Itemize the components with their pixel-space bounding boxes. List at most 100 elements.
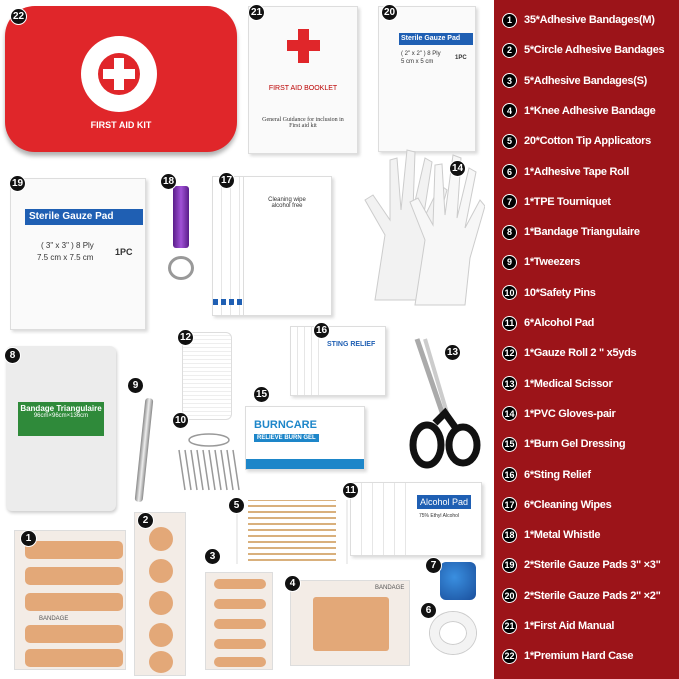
- bandage: [25, 625, 123, 643]
- circle-bandage: [149, 559, 173, 583]
- item-number: 3: [502, 73, 517, 89]
- circle-adhesive-bandages: [134, 512, 186, 676]
- alcohol-front: [411, 483, 481, 555]
- item-number: 7: [502, 194, 517, 210]
- item-number: 8: [502, 224, 517, 240]
- badge-1: 1: [20, 530, 37, 547]
- item-label: 1*Adhesive Tape Roll: [524, 165, 630, 178]
- gauze-cm: 7.5 cm x 7.5 cm: [37, 253, 94, 262]
- whistle-ring: [168, 256, 194, 280]
- circle-bandage: [149, 651, 173, 673]
- tpe-tourniquet: [440, 562, 476, 600]
- badge-4: 4: [284, 575, 301, 592]
- badge-5: 5: [228, 497, 245, 514]
- item-label: 2*Sterile Gauze Pads 3" ×3": [524, 559, 661, 572]
- metal-whistle: [173, 186, 189, 248]
- badge-19: 19: [9, 175, 26, 192]
- safety-pins: [178, 433, 240, 491]
- tweezers: [134, 397, 154, 503]
- cotton-tip-applicators: [238, 500, 346, 564]
- item-number: 10: [502, 285, 517, 301]
- list-item: 20 2*Sterile Gauze Pads 2" ×2": [502, 586, 661, 606]
- item-label: 1*Gauze Roll 2 " x5yds: [524, 347, 637, 360]
- item-label: 10*Safety Pins: [524, 286, 596, 299]
- badge-6: 6: [420, 602, 437, 619]
- gauze-pad-3x3: Sterile Gauze Pad ( 3" x 3" ) 8 Ply 7.5 …: [10, 178, 146, 330]
- item-number: 4: [502, 103, 517, 119]
- badge-7: 7: [425, 557, 442, 574]
- item-number: 6: [502, 164, 517, 179]
- item-number: 5: [502, 133, 517, 149]
- item-label: 1*First Aid Manual: [524, 620, 615, 632]
- badge-13: 13: [444, 344, 461, 361]
- list-item: 9 1*Tweezers: [502, 252, 580, 272]
- badge-14: 14: [449, 160, 466, 177]
- bandage-triangulaire: Bandage Triangulaire 96cm×96cm×136cm: [6, 346, 116, 511]
- bandage-label: BANDAGE: [39, 616, 69, 622]
- cleaning-wipes: Cleaning wipe alcohol free: [212, 176, 332, 316]
- badge-10: 10: [172, 412, 189, 429]
- badge-18: 18: [160, 173, 177, 190]
- circle-bandage: [149, 527, 173, 551]
- bandage: [214, 599, 266, 609]
- alcohol-pads: Alcohol Pad 75% Ethyl Alcohol: [350, 482, 482, 556]
- item-number: 12: [502, 345, 517, 361]
- item-label: 2*Sterile Gauze Pads 2" ×2": [524, 589, 661, 602]
- badge-12: 12: [177, 329, 194, 346]
- gauze-cm: 5 cm x 5 cm: [401, 59, 434, 65]
- circle-bandage: [149, 591, 173, 615]
- item-number: 21: [502, 618, 517, 634]
- triangulaire-label-box: Bandage Triangulaire 96cm×96cm×136cm: [18, 402, 104, 436]
- gauze-qty: 1PC: [455, 55, 467, 61]
- item-number: 20: [502, 588, 517, 604]
- sting-relief: STING RELIEF: [290, 326, 386, 396]
- bandage: [25, 541, 123, 559]
- sting-label: STING RELIEF: [327, 341, 376, 348]
- gauze-size: ( 2" x 2" ) 8 Ply: [401, 51, 441, 57]
- item-number: 19: [502, 557, 517, 573]
- burn-subtitle: RELIEVE BURN GEL: [254, 434, 319, 442]
- badge-11: 11: [342, 482, 359, 499]
- burn-title: BURNCARE: [254, 419, 317, 431]
- item-label: 1*TPE Tourniquet: [524, 195, 611, 208]
- adhesive-bandages-m: BANDAGE: [14, 530, 126, 670]
- gauze-pad-2x2: Sterile Gauze Pad ( 2" x 2" ) 8 Ply 5 cm…: [378, 6, 476, 152]
- badge-17: 17: [218, 172, 235, 189]
- list-item: 12 1*Gauze Roll 2 " x5yds: [502, 343, 637, 363]
- adhesive-bandages-s: [205, 572, 273, 670]
- bandage: [25, 567, 123, 585]
- item-number: 22: [502, 648, 517, 664]
- badge-22: 22: [10, 8, 27, 25]
- list-item: 6 1*Adhesive Tape Roll: [502, 162, 629, 182]
- item-label: 1*Knee Adhesive Bandage: [524, 104, 656, 117]
- medical-scissor: [409, 338, 481, 469]
- item-label: 6*Sting Relief: [524, 468, 591, 481]
- alcohol-label: Alcohol Pad: [417, 495, 472, 509]
- wipe-stripes: [213, 299, 243, 305]
- case-label: FIRST AID KIT: [90, 120, 152, 130]
- bandage: [214, 657, 266, 667]
- item-label: 35*Adhesive Bandages(M): [524, 14, 655, 26]
- item-number: 9: [502, 254, 517, 270]
- item-label: 1*PVC Gloves-pair: [524, 407, 616, 420]
- burn-footer: [246, 459, 364, 469]
- booklet-subtitle: General Guidance for inclusion in First …: [262, 117, 344, 129]
- item-label: 1*Tweezers: [524, 256, 581, 269]
- item-label: 6*Cleaning Wipes: [524, 498, 612, 511]
- list-item: 21 1*First Aid Manual: [502, 616, 614, 636]
- bandage: [25, 649, 123, 667]
- knee-adhesive-bandage: BANDAGE: [290, 580, 410, 666]
- list-item: 4 1*Knee Adhesive Bandage: [502, 101, 656, 121]
- bandage: [25, 593, 123, 611]
- triangulaire-label: Bandage Triangulaire: [20, 404, 102, 413]
- badge-3: 3: [204, 548, 221, 565]
